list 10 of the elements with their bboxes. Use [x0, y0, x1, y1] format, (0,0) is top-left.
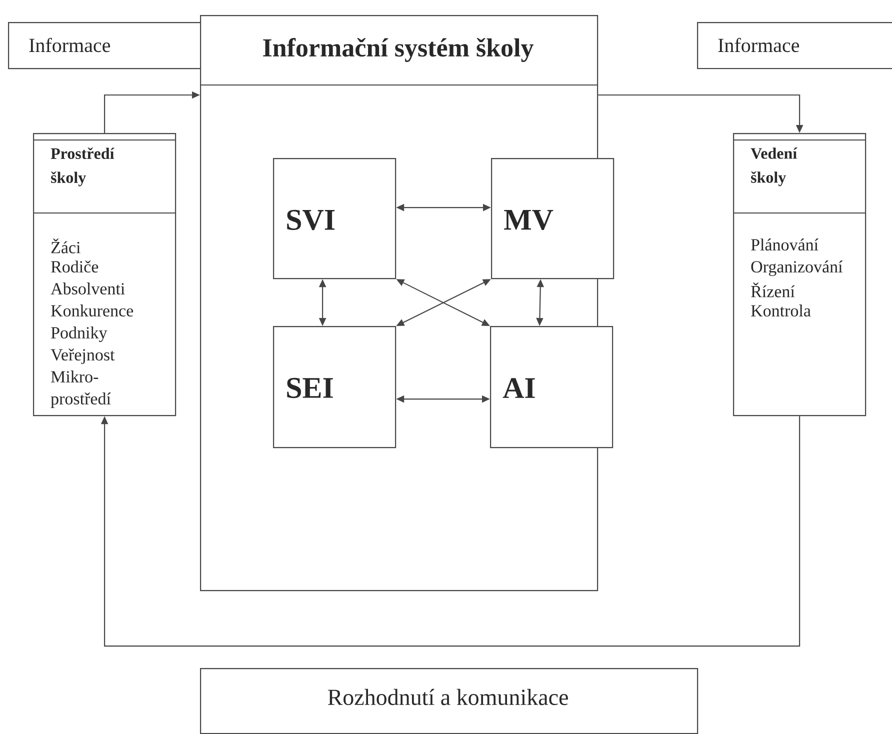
subsystem-box: AI — [490, 326, 614, 448]
decision-box: Rozhodnutí a komunikace — [200, 668, 698, 734]
arrow — [100, 416, 800, 647]
subsystem-box: SVI — [273, 158, 396, 280]
list-box: Prostředí školy Žáci Rodiče Absolventi Konkurence Podniky Veřejnost Mikro- prostředí — [33, 133, 176, 416]
label-box: Informace — [8, 22, 202, 70]
subsystem-box: MV — [491, 158, 614, 280]
list-box: Vedení školy Plánování Organizování Řízení Kontrola — [733, 133, 866, 416]
label-box: Informace — [697, 22, 892, 70]
subsystem-box: SEI — [273, 326, 396, 448]
